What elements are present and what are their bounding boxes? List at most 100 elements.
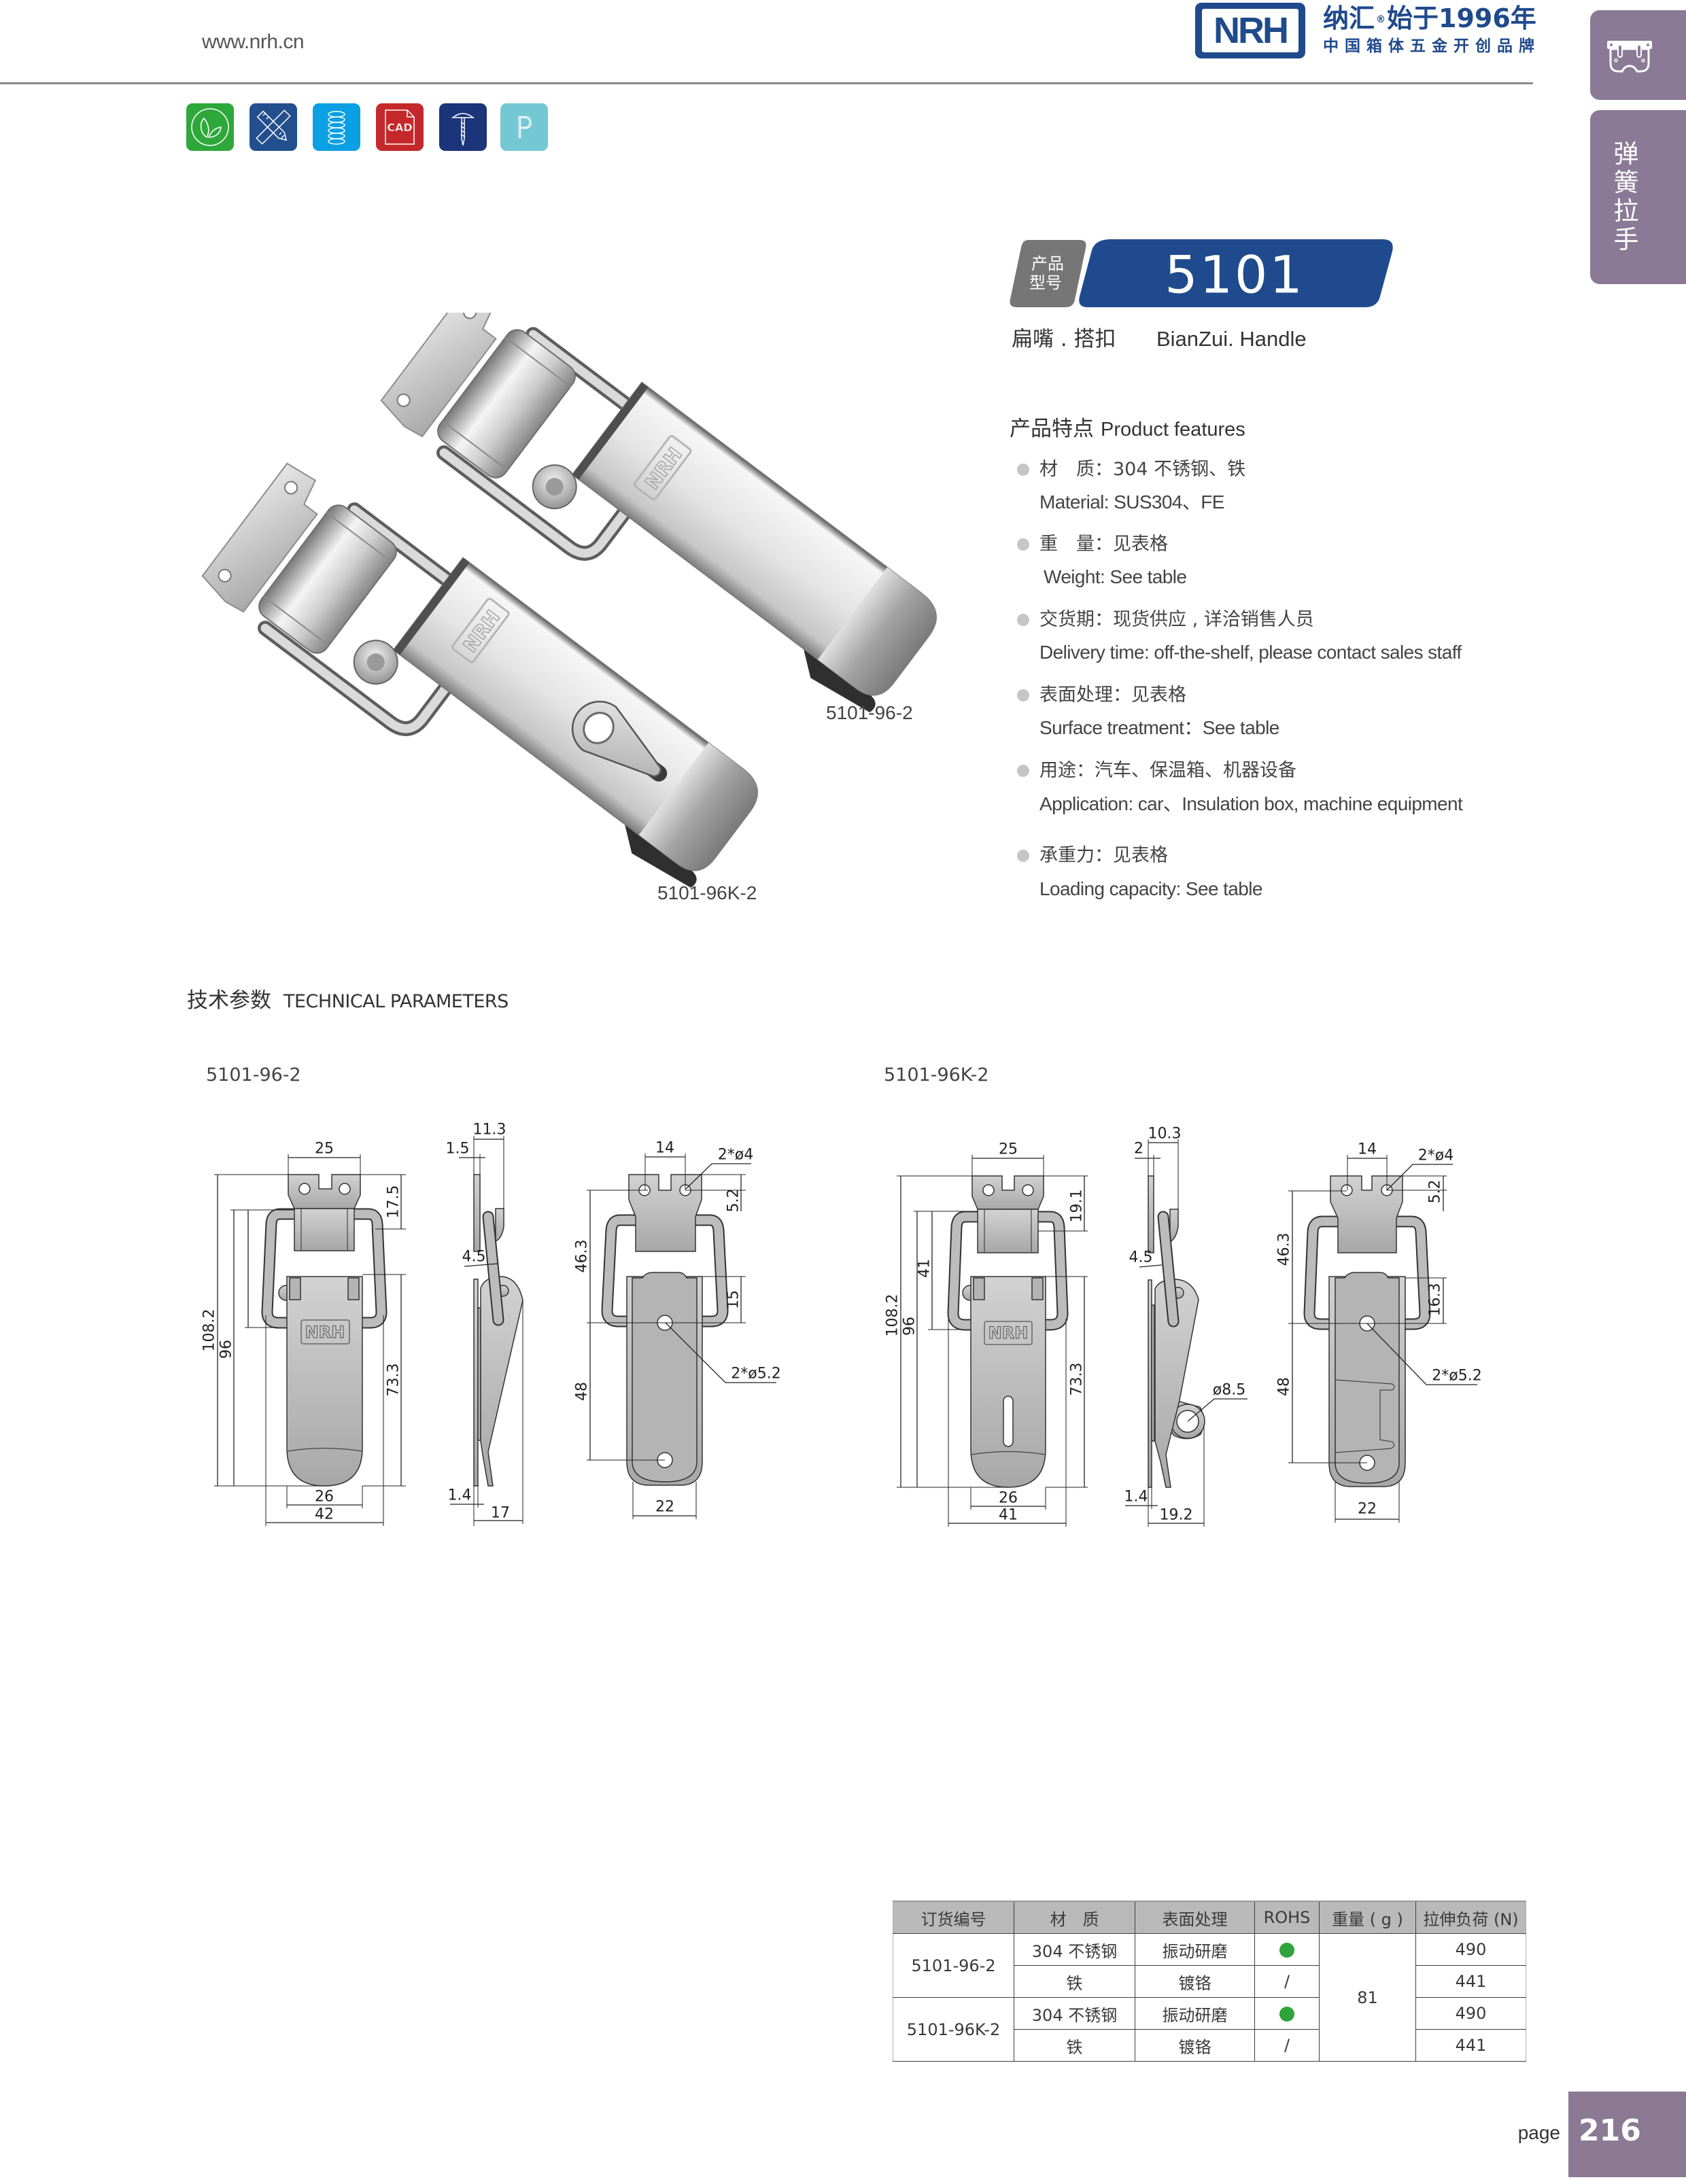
dim-depth: 11.3	[473, 1122, 506, 1139]
cad-file-icon: CAD	[376, 103, 424, 151]
category-tab-spring-handle[interactable]: 弹 簧 拉 手	[1590, 110, 1686, 284]
model-number-shape	[1079, 239, 1393, 307]
rohs-cell: /	[1254, 1965, 1320, 1998]
bullet-icon	[1017, 614, 1029, 626]
drawing-emboss: NRH	[305, 1323, 345, 1342]
weight-cell: 81	[1319, 1933, 1416, 2062]
technical-drawings-5101-96-2: NRH 25 108.2 96 17.5 73.3 26 42 11.3 1.5…	[201, 1122, 781, 1526]
dim-wire-dia: 4.5	[462, 1249, 486, 1266]
technical-title-en: TECHNICAL PARAMETERS	[283, 991, 509, 1012]
design-tools-icon	[250, 103, 297, 151]
finish-cell: 镀铬	[1135, 2029, 1255, 2062]
feature-cn: 用途：汽车、保温箱、机器设备	[1039, 760, 1296, 781]
rohs-cell	[1254, 1997, 1320, 2030]
model-number: 5101	[1165, 245, 1304, 305]
hinge-barrel	[258, 504, 397, 654]
lever-tip	[817, 567, 937, 695]
back-view: 14 2*ø4 5.2 46.3 48 16.3 2*ø5.2 22	[1276, 1141, 1482, 1523]
coil-spring-glyph	[328, 111, 345, 145]
dim-bottom-holes: 2*ø5.2	[731, 1366, 780, 1383]
feature-cn: 承重力：见表格	[1039, 845, 1168, 866]
drawing-caption-5101-96K-2: 5101-96K-2	[884, 1064, 989, 1086]
dim-height-96: 96	[218, 1340, 235, 1359]
dim-lever-width: 26	[999, 1490, 1018, 1507]
dim-upper-height: 46.3	[574, 1240, 591, 1273]
dim-depth: 10.3	[1148, 1126, 1182, 1143]
feature-en: Loading capacity: See table	[1039, 878, 1262, 899]
side-view: 11.3 1.5 4.5 1.4 17	[446, 1122, 523, 1526]
pencil-ruler-glyph	[256, 109, 291, 145]
page-number: 216	[1579, 2113, 1641, 2148]
photo-label-5101-96K-2: 5101-96K-2	[657, 882, 757, 903]
product-photo: NRH NRH	[201, 313, 937, 888]
dim-top-holes: 2*ø4	[718, 1147, 753, 1164]
model-label-line2: 型号	[1029, 273, 1062, 292]
p-glyph: P	[515, 110, 534, 144]
dim-plate-thickness: 2	[1134, 1141, 1143, 1158]
lever-tip	[638, 742, 758, 871]
category-char: 手	[1613, 225, 1639, 254]
model-label-shape	[1010, 240, 1086, 307]
product-name-en: BianZui. Handle	[1156, 327, 1307, 351]
finish-cell: 镀铬	[1135, 1965, 1255, 1998]
category-char: 拉	[1613, 196, 1639, 226]
front-view: NRH 25 108.2 96 41 19.1 73.3 26 41	[884, 1141, 1088, 1527]
dim-top-plate: 17.5	[385, 1185, 402, 1219]
mount-hole	[284, 481, 298, 495]
dim-hole-offset: 5.2	[1427, 1180, 1444, 1204]
table-header-row: 订货编号 材 质 表面处理 ROHS 重量 ( g ) 拉伸负荷 (N)	[893, 1901, 1526, 1934]
feature-en: Application: car、Insulation box, machine…	[1039, 793, 1463, 814]
col-weight: 重量 ( g )	[1319, 1901, 1416, 1934]
drawing-caption-5101-96-2: 5101-96-2	[206, 1064, 301, 1086]
model-badge: 产品 型号 5101	[1010, 239, 1393, 307]
product-name-cn: 扁嘴 . 搭扣	[1012, 327, 1116, 351]
feature-cn: 表面处理：见表格	[1039, 684, 1186, 706]
technical-drawings-5101-96K-2: NRH 25 108.2 96 41 19.1 73.3 26 41	[884, 1126, 1482, 1527]
col-rohs: ROHS	[1254, 1901, 1320, 1934]
eco-leaf-icon	[186, 103, 234, 151]
table-row: 5101-96-2 304 不锈钢 振动研磨 81 490	[893, 1933, 1526, 2062]
feature-cn: 交货期：现货供应 , 详洽销售人员	[1039, 609, 1314, 630]
dim-overall-height: 108.2	[201, 1309, 218, 1352]
dim-base-width: 22	[1358, 1501, 1377, 1518]
screw-glyph	[451, 113, 475, 146]
brand-slogan: 纳汇®始于1996年	[1323, 3, 1536, 34]
padlock-slot	[1003, 1396, 1014, 1447]
category-label: 弹 簧 拉 手	[1590, 140, 1662, 254]
load-cell: 490	[1415, 1933, 1526, 1966]
model-label-line1: 产品	[1031, 254, 1064, 273]
features-title-cn: 产品特点	[1010, 417, 1094, 441]
dim-loop-height: 41	[916, 1259, 933, 1278]
mount-hole	[463, 313, 477, 319]
dim-top-plate: 19.1	[1069, 1190, 1086, 1223]
dim-lower-height: 48	[1276, 1377, 1293, 1396]
feature-cn: 材 质：304 不锈钢、铁	[1039, 459, 1246, 480]
dim-base-thickness: 1.4	[448, 1487, 472, 1504]
dim-hole-offset: 5.2	[725, 1189, 742, 1213]
category-icon-tab[interactable]	[1590, 10, 1686, 100]
dim-top-width: 25	[315, 1141, 334, 1158]
website-url[interactable]: www.nrh.cn	[202, 31, 305, 53]
rohs-compliant-dot-icon	[1279, 2007, 1294, 2022]
dim-height-96: 96	[901, 1317, 918, 1336]
dim-overall-height: 108.2	[884, 1294, 901, 1337]
registered-mark: ®	[1376, 14, 1386, 25]
table-row: 5101-96K-2 304 不锈钢 振动研磨 490	[893, 1997, 1526, 2062]
logo-inner: NRH	[1202, 9, 1298, 52]
brand-since: 始于1996年	[1387, 3, 1536, 33]
order-no-cell: 5101-96K-2	[893, 1997, 1014, 2062]
bullet-icon	[1017, 689, 1029, 701]
category-char: 弹	[1613, 139, 1639, 169]
mount-hole	[396, 393, 411, 407]
dim-hole-spacing: 14	[1358, 1141, 1377, 1158]
load-cell: 441	[1415, 2029, 1526, 2062]
dim-pivot-offset: 16.3	[1427, 1283, 1444, 1317]
letter-p-icon: P	[500, 103, 548, 151]
dim-lever-width: 26	[315, 1489, 334, 1506]
category-char: 簧	[1613, 168, 1639, 197]
screw-icon	[439, 103, 487, 151]
box-latch-icon	[1607, 41, 1652, 73]
features-title-en: Product features	[1101, 419, 1245, 440]
